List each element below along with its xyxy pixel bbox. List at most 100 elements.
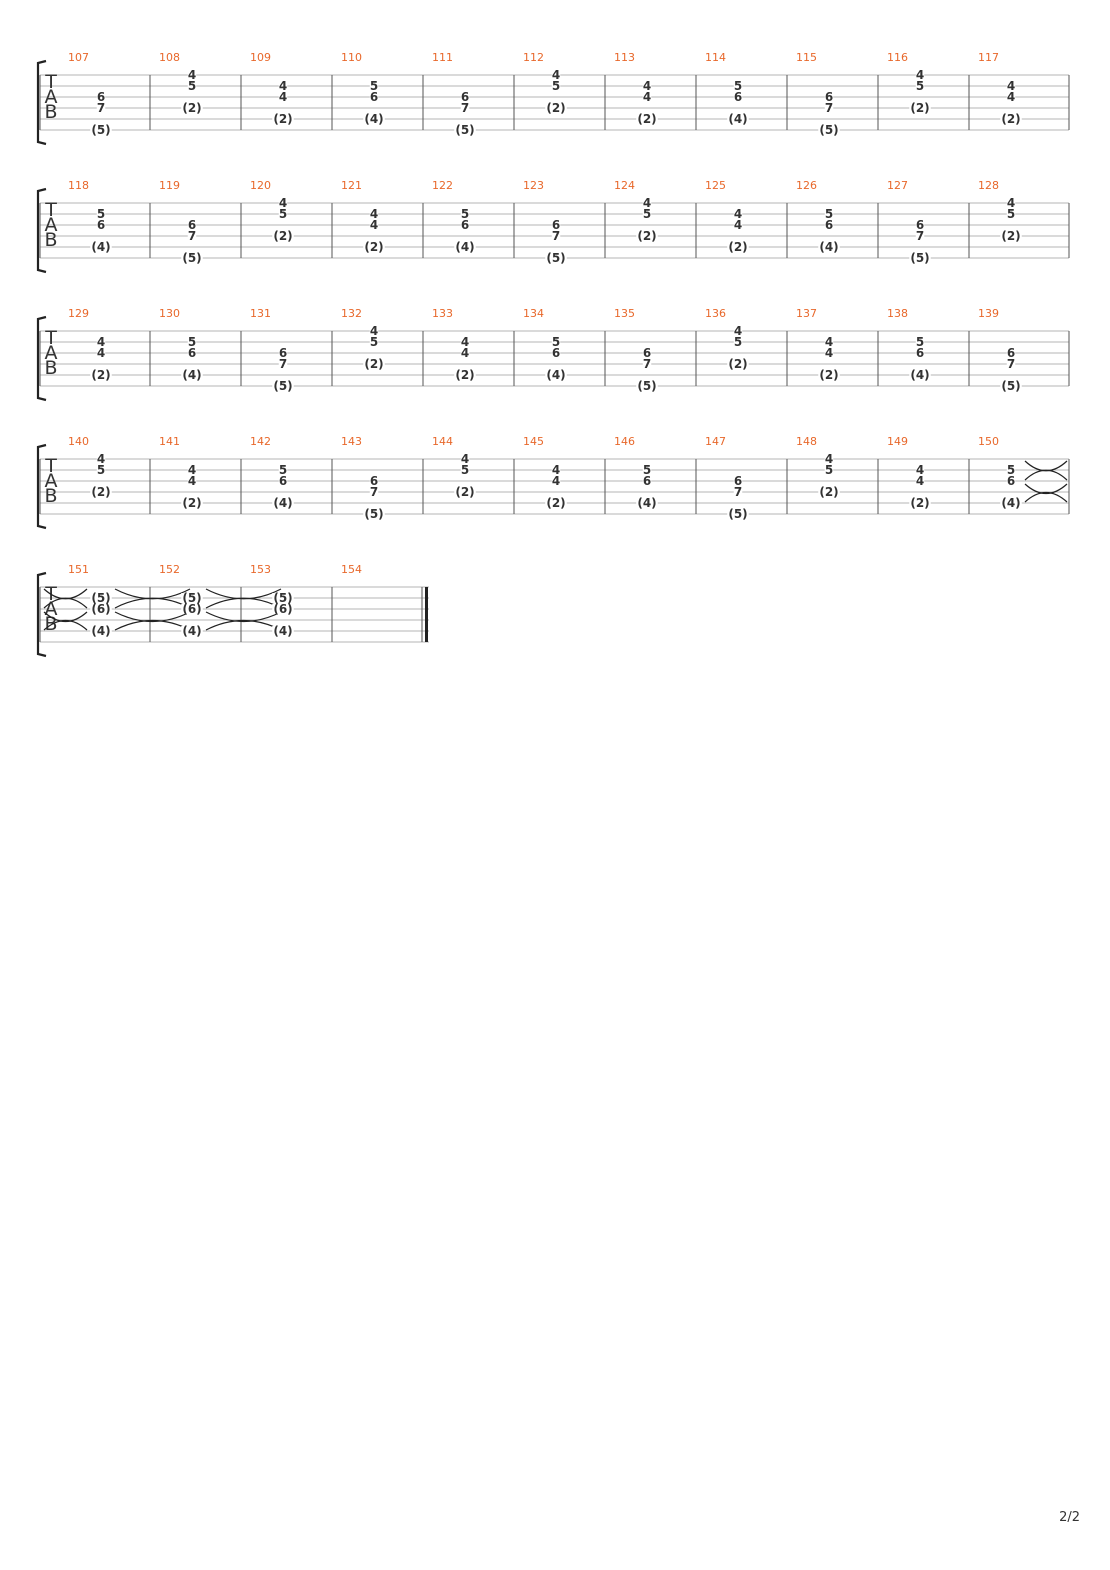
fret-number-mask: [272, 626, 294, 636]
tie-arc: [43, 597, 88, 609]
fret-number-mask: [272, 381, 294, 391]
fret-number-mask: [727, 114, 749, 124]
fret-number-mask: [915, 220, 925, 230]
fret-number: 4: [916, 474, 924, 488]
fret-number-mask: [96, 220, 106, 230]
fret-number-mask: [187, 476, 197, 486]
fret-number: (5): [455, 123, 474, 137]
fret-number: 4: [643, 90, 651, 104]
fret-number: (2): [546, 496, 565, 510]
fret-number-mask: [551, 81, 561, 91]
tab-clef-letter: T: [44, 71, 57, 93]
fret-number-mask: [90, 125, 112, 135]
tab-clef-letter: B: [44, 229, 57, 251]
tie-arc: [1024, 460, 1068, 472]
measure-number: 147: [705, 435, 726, 448]
fret-number-mask: [369, 326, 379, 336]
fret-number: 4: [552, 68, 560, 82]
fret-number-mask: [460, 337, 470, 347]
system-bracket: [36, 571, 47, 658]
fret-number: 5: [734, 79, 742, 93]
measure-number: 144: [432, 435, 453, 448]
fret-number-mask: [181, 253, 203, 263]
measure-number: 141: [159, 435, 180, 448]
fret-number-mask: [272, 593, 294, 603]
fret-number-mask: [187, 220, 197, 230]
measure-number: 138: [887, 307, 908, 320]
fret-number-mask: [818, 242, 840, 252]
fret-number: 4: [734, 207, 742, 221]
fret-number-mask: [272, 498, 294, 508]
tie-arc: [205, 597, 282, 609]
fret-number-mask: [824, 465, 834, 475]
tab-clef-letter: A: [45, 470, 58, 492]
fret-number: (2): [455, 485, 474, 499]
fret-number: 7: [552, 229, 560, 243]
fret-number: 5: [916, 335, 924, 349]
fret-number: 4: [825, 346, 833, 360]
fret-number-mask: [915, 81, 925, 91]
fret-number: (4): [91, 624, 110, 638]
measure-number: 110: [341, 51, 362, 64]
system-bracket: [36, 59, 47, 146]
measure-number: 137: [796, 307, 817, 320]
fret-number-mask: [96, 103, 106, 113]
tie-arc: [114, 611, 191, 623]
fret-number: 4: [734, 324, 742, 338]
tab-staff: TAB151(5)(6)(4)152(5)(6)(4)153(5)(6)(4)1…: [36, 563, 429, 658]
fret-number: 4: [643, 79, 651, 93]
fret-number: 5: [97, 463, 105, 477]
system-bracket: [36, 187, 47, 274]
fret-number-mask: [272, 114, 294, 124]
fret-number: 4: [97, 452, 105, 466]
fret-number-mask: [369, 81, 379, 91]
fret-number-mask: [181, 498, 203, 508]
fret-number-mask: [545, 370, 567, 380]
fret-number: (4): [546, 368, 565, 382]
fret-number-mask: [460, 465, 470, 475]
fret-number-mask: [733, 476, 743, 486]
fret-number-mask: [1006, 476, 1016, 486]
fret-number-mask: [551, 337, 561, 347]
fret-number-mask: [642, 348, 652, 358]
fret-number-mask: [551, 220, 561, 230]
fret-number-mask: [733, 337, 743, 347]
fret-number: (5): [546, 251, 565, 265]
fret-number: 5: [916, 79, 924, 93]
measure-number: 143: [341, 435, 362, 448]
fret-number-mask: [727, 509, 749, 519]
fret-number-mask: [1006, 348, 1016, 358]
fret-number: 6: [188, 218, 196, 232]
fret-number: (2): [728, 357, 747, 371]
fret-number-mask: [818, 125, 840, 135]
fret-number-mask: [915, 337, 925, 347]
fret-number: (2): [273, 112, 292, 126]
fret-number: (5): [819, 123, 838, 137]
fret-number: 6: [461, 218, 469, 232]
fret-number-mask: [454, 125, 476, 135]
fret-number: (2): [182, 496, 201, 510]
fret-number: 6: [279, 346, 287, 360]
fret-number: 6: [370, 474, 378, 488]
fret-number: (2): [1001, 229, 1020, 243]
fret-number-mask: [369, 220, 379, 230]
fret-number: (6): [273, 602, 292, 616]
fret-number-mask: [909, 103, 931, 113]
fret-number-mask: [369, 487, 379, 497]
fret-number-mask: [187, 70, 197, 80]
fret-number: 4: [279, 90, 287, 104]
fret-number: 7: [643, 357, 651, 371]
fret-number: (2): [819, 368, 838, 382]
measure-number: 112: [523, 51, 544, 64]
fret-number: 4: [188, 68, 196, 82]
fret-number: (6): [182, 602, 201, 616]
fret-number-mask: [1006, 81, 1016, 91]
tie-arc: [43, 619, 88, 631]
fret-number: 6: [916, 218, 924, 232]
fret-number: 4: [461, 346, 469, 360]
measure-number: 146: [614, 435, 635, 448]
fret-number-mask: [90, 626, 112, 636]
measure-number: 139: [978, 307, 999, 320]
fret-number-mask: [454, 487, 476, 497]
fret-number: (4): [91, 240, 110, 254]
